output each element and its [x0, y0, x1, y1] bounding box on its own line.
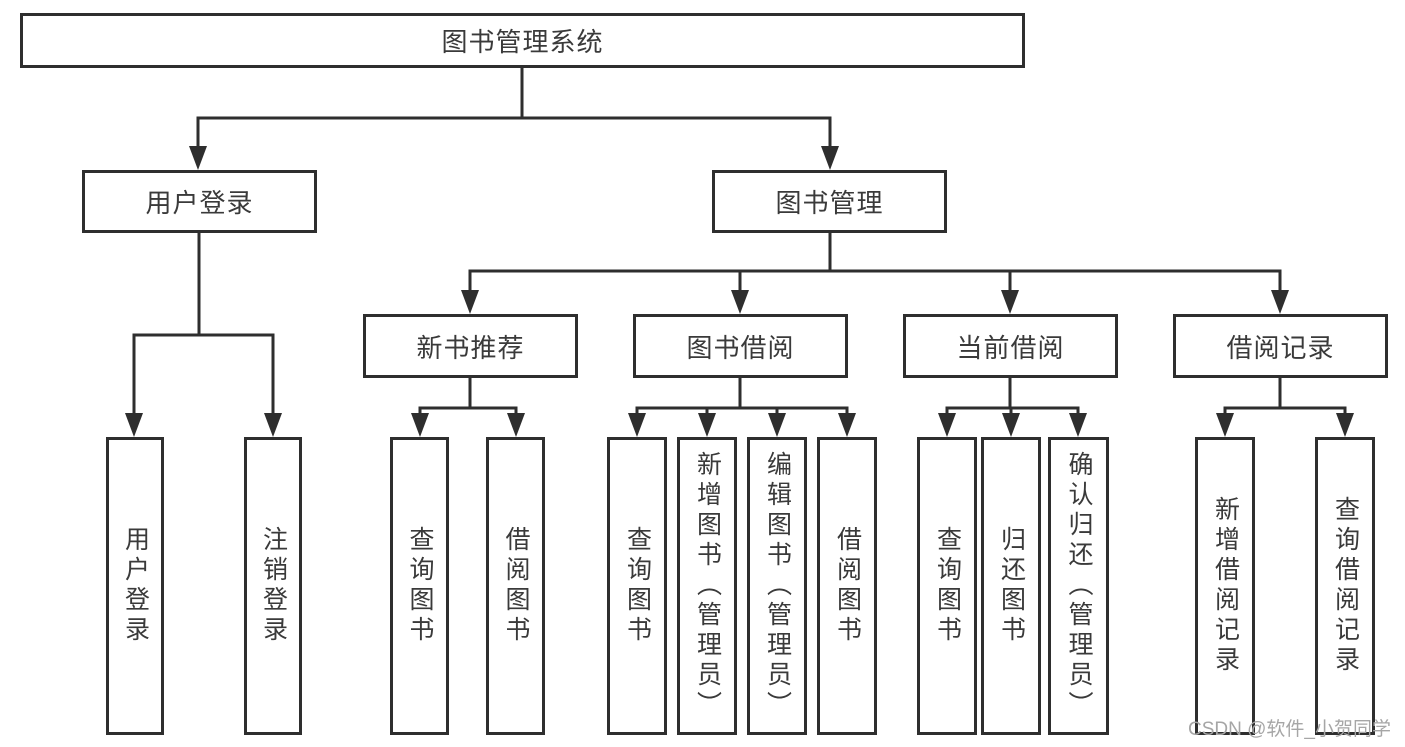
node-add-borrow-record-label: 新增借阅记录 [1211, 496, 1240, 676]
node-query-books-recommend-label: 查询图书 [406, 526, 434, 646]
node-query-borrow-record-label: 查询借阅记录 [1331, 496, 1360, 676]
connector-current-borrow-branch [945, 378, 1080, 418]
node-return-books: 归还图书 [981, 437, 1041, 735]
arrowhead [411, 413, 429, 437]
arrowhead [1336, 413, 1354, 437]
arrowhead [768, 413, 786, 437]
node-borrow-books-recommend: 借阅图书 [486, 437, 545, 735]
node-user-login: 用户登录 [82, 170, 317, 233]
arrowhead [698, 413, 716, 437]
watermark: CSDN @软件_小贺同学 [1188, 719, 1391, 740]
node-logout-leaf-label: 注销登录 [259, 526, 288, 646]
connector-book-borrow-branch [635, 378, 849, 418]
node-user-login-leaf-label: 用户登录 [121, 526, 150, 646]
node-borrow-records: 借阅记录 [1173, 314, 1388, 378]
connector-borrow-records-branch [1223, 378, 1347, 418]
node-query-books-borrow-label: 查询图书 [623, 526, 652, 646]
node-edit-books-admin-label: 编辑图书（管理员） [763, 451, 792, 721]
node-borrow-books-leaf: 借阅图书 [817, 437, 877, 735]
node-user-login-leaf: 用户登录 [106, 437, 164, 735]
node-current-borrow: 当前借阅 [903, 314, 1118, 378]
node-query-books-borrow: 查询图书 [607, 437, 667, 735]
node-add-books-admin: 新增图书（管理员） [677, 437, 737, 735]
node-query-books-recommend: 查询图书 [390, 437, 449, 735]
arrowhead [461, 290, 479, 314]
node-confirm-return-admin: 确认归还（管理员） [1048, 437, 1109, 735]
node-query-books-current: 查询图书 [917, 437, 977, 735]
node-root: 图书管理系统 [20, 13, 1025, 68]
connector-new-book-recommend-branch [418, 378, 518, 418]
node-logout-leaf: 注销登录 [244, 437, 302, 735]
node-borrow-books-leaf-label: 借阅图书 [833, 526, 862, 646]
arrowhead [731, 290, 749, 314]
node-book-borrow: 图书借阅 [633, 314, 848, 378]
arrowhead [507, 413, 525, 437]
arrowhead [1069, 413, 1087, 437]
connector-user-login-branch [132, 233, 275, 417]
node-add-books-admin-label: 新增图书（管理员） [693, 451, 722, 721]
node-add-borrow-record: 新增借阅记录 [1195, 437, 1255, 735]
arrowhead [838, 413, 856, 437]
node-book-management: 图书管理 [712, 170, 947, 233]
connector-book-management-branch [468, 233, 1282, 294]
node-borrow-books-recommend-label: 借阅图书 [502, 526, 530, 646]
arrowhead [1271, 290, 1289, 314]
node-return-books-label: 归还图书 [997, 526, 1026, 646]
arrowhead [938, 413, 956, 437]
arrowhead [125, 413, 143, 437]
arrowhead [189, 146, 207, 170]
arrowhead [1216, 413, 1234, 437]
node-edit-books-admin: 编辑图书（管理员） [747, 437, 807, 735]
arrowhead [1001, 290, 1019, 314]
connector-root-to-level2 [196, 68, 832, 150]
arrowhead [1002, 413, 1020, 437]
node-query-borrow-record: 查询借阅记录 [1315, 437, 1375, 735]
arrowhead [628, 413, 646, 437]
arrowhead [264, 413, 282, 437]
node-confirm-return-admin-label: 确认归还（管理员） [1065, 451, 1093, 721]
node-query-books-current-label: 查询图书 [933, 526, 962, 646]
node-new-book-recommend: 新书推荐 [363, 314, 578, 378]
arrowhead [821, 146, 839, 170]
